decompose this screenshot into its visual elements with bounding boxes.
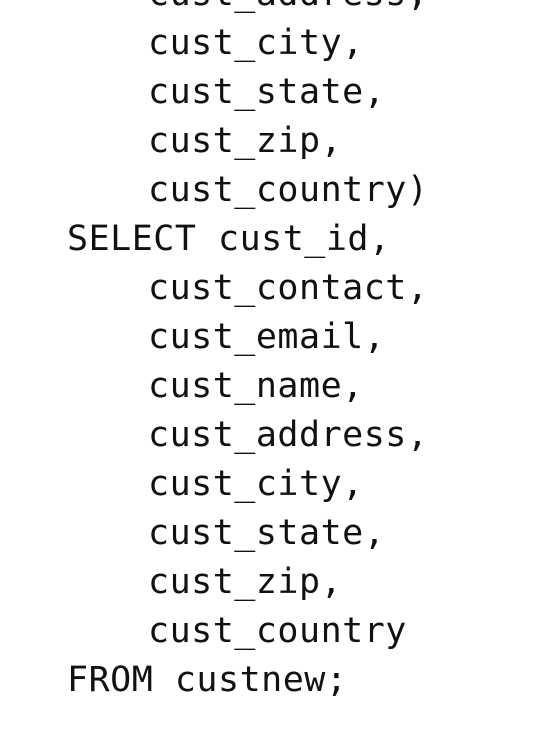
code-line: cust_city, (148, 23, 364, 63)
code-line: cust_name, (148, 366, 364, 406)
code-line: cust_city, (148, 464, 364, 504)
code-line: cust_country) (148, 170, 429, 210)
code-line: cust_contact, (148, 268, 429, 308)
code-line: cust_address, (148, 415, 429, 455)
code-line: cust_state, (148, 72, 386, 112)
sql-code-block: cust_address, cust_city, cust_state, cus… (0, 0, 429, 700)
code-line: FROM custnew; (67, 660, 348, 700)
code-line: SELECT cust_id, (67, 219, 391, 259)
code-line: cust_state, (148, 513, 386, 553)
code-line: cust_zip, (148, 121, 343, 161)
code-line: cust_address, (0, 0, 428, 19)
code-line: cust_country (148, 611, 407, 651)
code-line: cust_zip, (148, 562, 343, 602)
code-line: cust_email, (148, 317, 386, 357)
